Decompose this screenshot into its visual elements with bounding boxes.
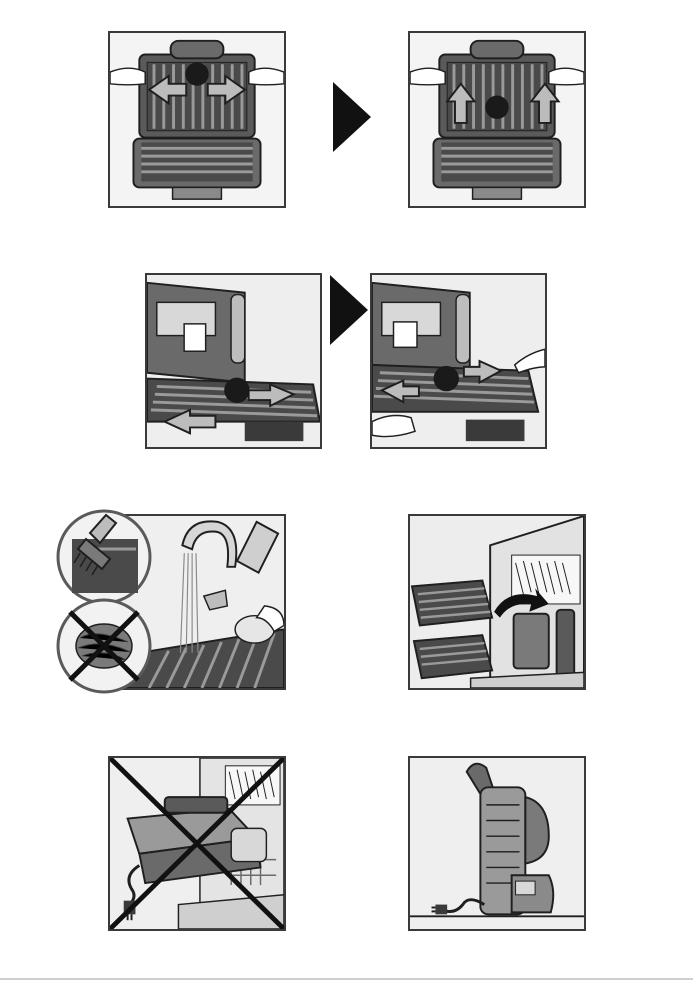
lift-upper-plate-illustration <box>410 33 584 206</box>
next-step-arrow-icon <box>333 82 371 152</box>
slide-out-lower-plate-illustration <box>372 275 545 447</box>
squeeze-lower-plate-illustration <box>147 275 320 447</box>
plates-in-dishwasher-illustration <box>410 516 584 688</box>
step-2-panel <box>408 31 586 208</box>
step-8-panel <box>408 756 586 931</box>
step-marker-icon <box>485 96 508 119</box>
step-marker-icon <box>185 62 208 85</box>
store-upright-illustration <box>410 758 584 929</box>
step-4-panel <box>370 273 547 449</box>
no-scourer-circle <box>56 598 152 694</box>
step-marker-icon <box>224 378 249 403</box>
page-bottom-rule <box>0 978 693 980</box>
appliance-not-in-dishwasher-illustration <box>110 758 284 929</box>
step-marker-icon <box>434 366 459 391</box>
next-step-arrow-icon <box>330 275 368 345</box>
step-1-panel <box>108 31 286 208</box>
step-7-panel <box>108 756 286 931</box>
step-6-panel <box>408 514 586 690</box>
remove-upper-plate-illustration <box>110 33 284 206</box>
step-3-panel <box>145 273 322 449</box>
brush-detail-circle <box>56 509 152 605</box>
